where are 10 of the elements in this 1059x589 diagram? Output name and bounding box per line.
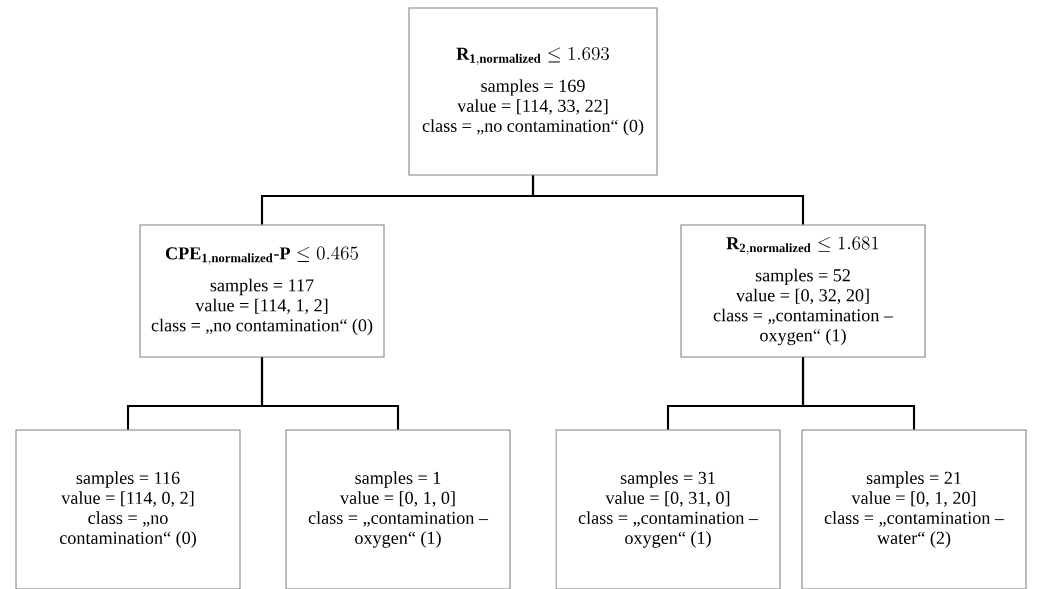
tree-node-box: samples = 1 value = [0, 1, 0] class = „contamination – oxygen“ (1) <box>285 429 511 589</box>
tree-node-box: $\mathbf{CPE}_{\mathbf{1,normalized}}\mathbf{\text{-}P} \leq 0.465$ samples = 117 value = [114, 1, 2] class = „no contamination“ (0) <box>139 224 385 358</box>
tree-node-box: samples = 116 value = [114, 0, 2] class = „no contamination“ (0) <box>15 429 241 589</box>
connector <box>260 357 400 430</box>
tree-node-box: $\mathbf{R}_{\mathbf{2,normalized}} \leq 1.681$ samples = 52 value = [0, 32, 20] class = „contamination – oxygen“ (1) <box>680 224 926 358</box>
tree-node-box: samples = 31 value = [0, 31, 0] class = „contamination – oxygen“ (1) <box>555 429 781 589</box>
connector <box>531 175 805 225</box>
tree-node-box: $\mathbf{R}_{\mathbf{1,normalized}} \leq 1.693$ samples = 169 value = [114, 33, 22] class = „no contamination“ (0) <box>408 7 658 176</box>
tree-node-box: samples = 21 value = [0, 1, 20] class = „contamination – water“ (2) <box>801 429 1027 589</box>
connector <box>801 357 916 430</box>
